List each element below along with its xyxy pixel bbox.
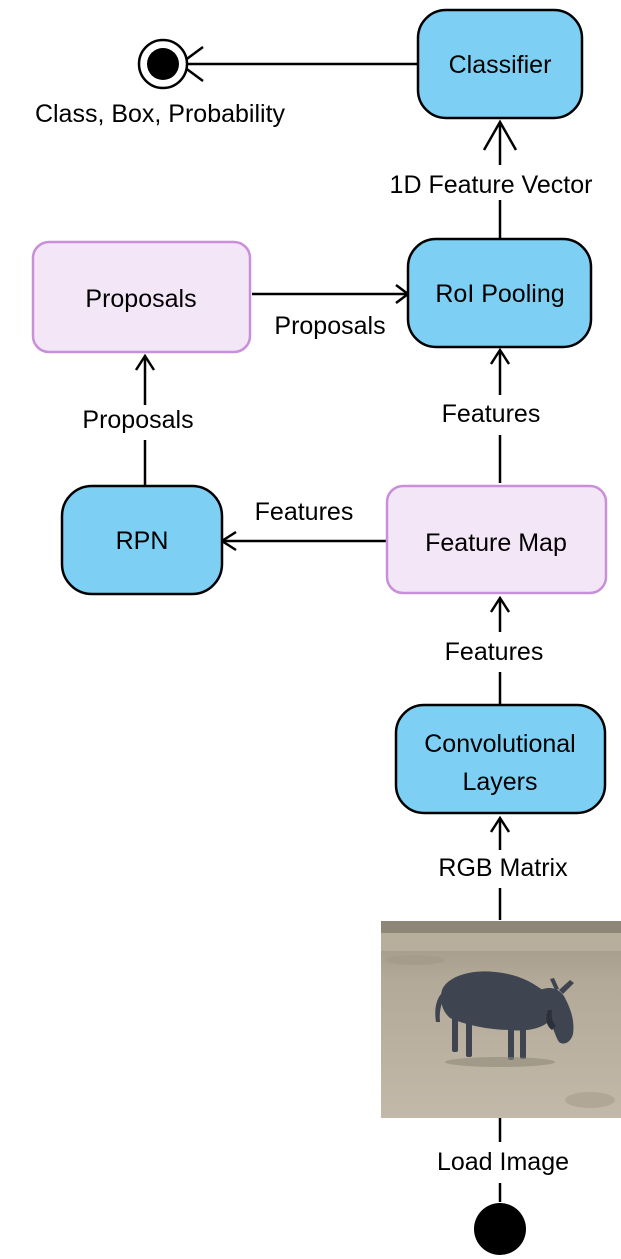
edge-label-image-to-conv: RGB Matrix [438, 854, 568, 882]
edge-label-feature-vector: 1D Feature Vector [390, 171, 593, 199]
arrowhead-roi-bottom [489, 347, 511, 365]
feature-map-label: Feature Map [425, 529, 567, 557]
edge-label-featuremap-to-roi: Features [442, 400, 541, 428]
edge-label-featuremap-to-rpn: Features [255, 498, 354, 526]
final-node [137, 38, 189, 90]
edge-label-start-to-image: Load Image [437, 1148, 569, 1176]
roi-pooling-label: RoI Pooling [435, 280, 564, 308]
rpn-label: RPN [116, 527, 169, 555]
conv-label-line1: Convolutional [424, 730, 576, 758]
proposals-node: Proposals [31, 240, 252, 354]
start-node [474, 1203, 526, 1255]
conv-label-line2: Layers [462, 768, 537, 796]
edge-label-conv-to-featuremap: Features [445, 638, 544, 666]
feature-map-node: Feature Map [385, 484, 608, 595]
output-label: Class, Box, Probability [35, 100, 286, 128]
edge-label-rpn-to-proposals: Proposals [82, 406, 193, 434]
wildebeest-figure [435, 971, 574, 1060]
classifier-node: Classifier [416, 8, 584, 120]
arrowhead-featuremap [489, 595, 511, 613]
arrowhead-classifier [482, 119, 518, 151]
edge-label-proposals-to-roi: Proposals [274, 312, 385, 340]
roi-pooling-node: RoI Pooling [406, 237, 593, 349]
arrowhead-conv [489, 815, 511, 833]
conv-layers-node: Convolutional Layers [394, 703, 607, 815]
arrowhead-proposals [134, 353, 156, 371]
classifier-label: Classifier [449, 51, 552, 79]
input-image [381, 921, 621, 1118]
rpn-node: RPN [60, 484, 224, 596]
proposals-node-label: Proposals [85, 285, 196, 313]
edges [134, 45, 518, 1202]
